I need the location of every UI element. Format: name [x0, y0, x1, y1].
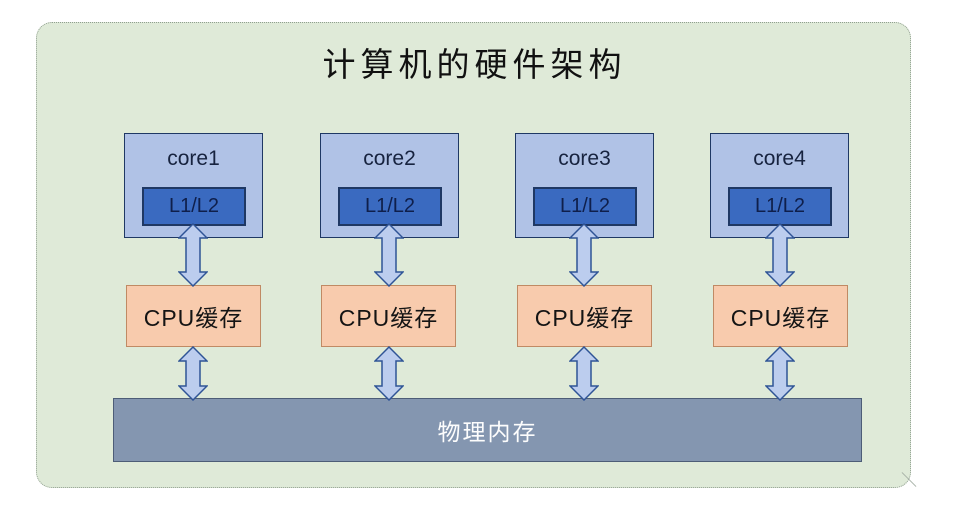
l1l2-label: L1/L2	[559, 195, 611, 217]
core4-box: core4 L1/L2	[710, 133, 849, 238]
core-label: core4	[753, 147, 806, 170]
core-label: core2	[363, 147, 416, 170]
diagram-title: 计算机的硬件架构	[322, 46, 627, 83]
double-arrow-icon	[374, 223, 404, 287]
core3-box: core3 L1/L2	[515, 133, 654, 238]
cpu-cache-label: CPU缓存	[534, 305, 635, 331]
l1l2-cache-box: L1/L2	[533, 187, 637, 226]
cpu-cache-box: CPU缓存	[713, 285, 848, 347]
cpu-cache-label: CPU缓存	[143, 305, 244, 331]
cpu-cache-box: CPU缓存	[517, 285, 652, 347]
double-arrow-icon	[569, 223, 599, 287]
cpu-cache-box: CPU缓存	[126, 285, 261, 347]
l1l2-cache-box: L1/L2	[338, 187, 442, 226]
cpu-cache-box: CPU缓存	[321, 285, 456, 347]
memory-label: 物理内存	[437, 419, 538, 445]
l1l2-cache-box: L1/L2	[728, 187, 832, 226]
double-arrow-icon	[765, 346, 795, 401]
cpu-cache-label: CPU缓存	[338, 305, 439, 331]
l1l2-label: L1/L2	[168, 195, 220, 217]
l1l2-label: L1/L2	[754, 195, 806, 217]
double-arrow-icon	[765, 223, 795, 287]
core1-box: core1 L1/L2	[124, 133, 263, 238]
l1l2-label: L1/L2	[364, 195, 416, 217]
double-arrow-icon	[569, 346, 599, 401]
core-label: core3	[558, 147, 611, 170]
l1l2-cache-box: L1/L2	[142, 187, 246, 226]
core-label: core1	[167, 147, 220, 170]
cpu-cache-label: CPU缓存	[730, 305, 831, 331]
double-arrow-icon	[178, 346, 208, 401]
physical-memory-box: 物理内存	[113, 398, 862, 462]
double-arrow-icon	[374, 346, 404, 401]
double-arrow-icon	[178, 223, 208, 287]
